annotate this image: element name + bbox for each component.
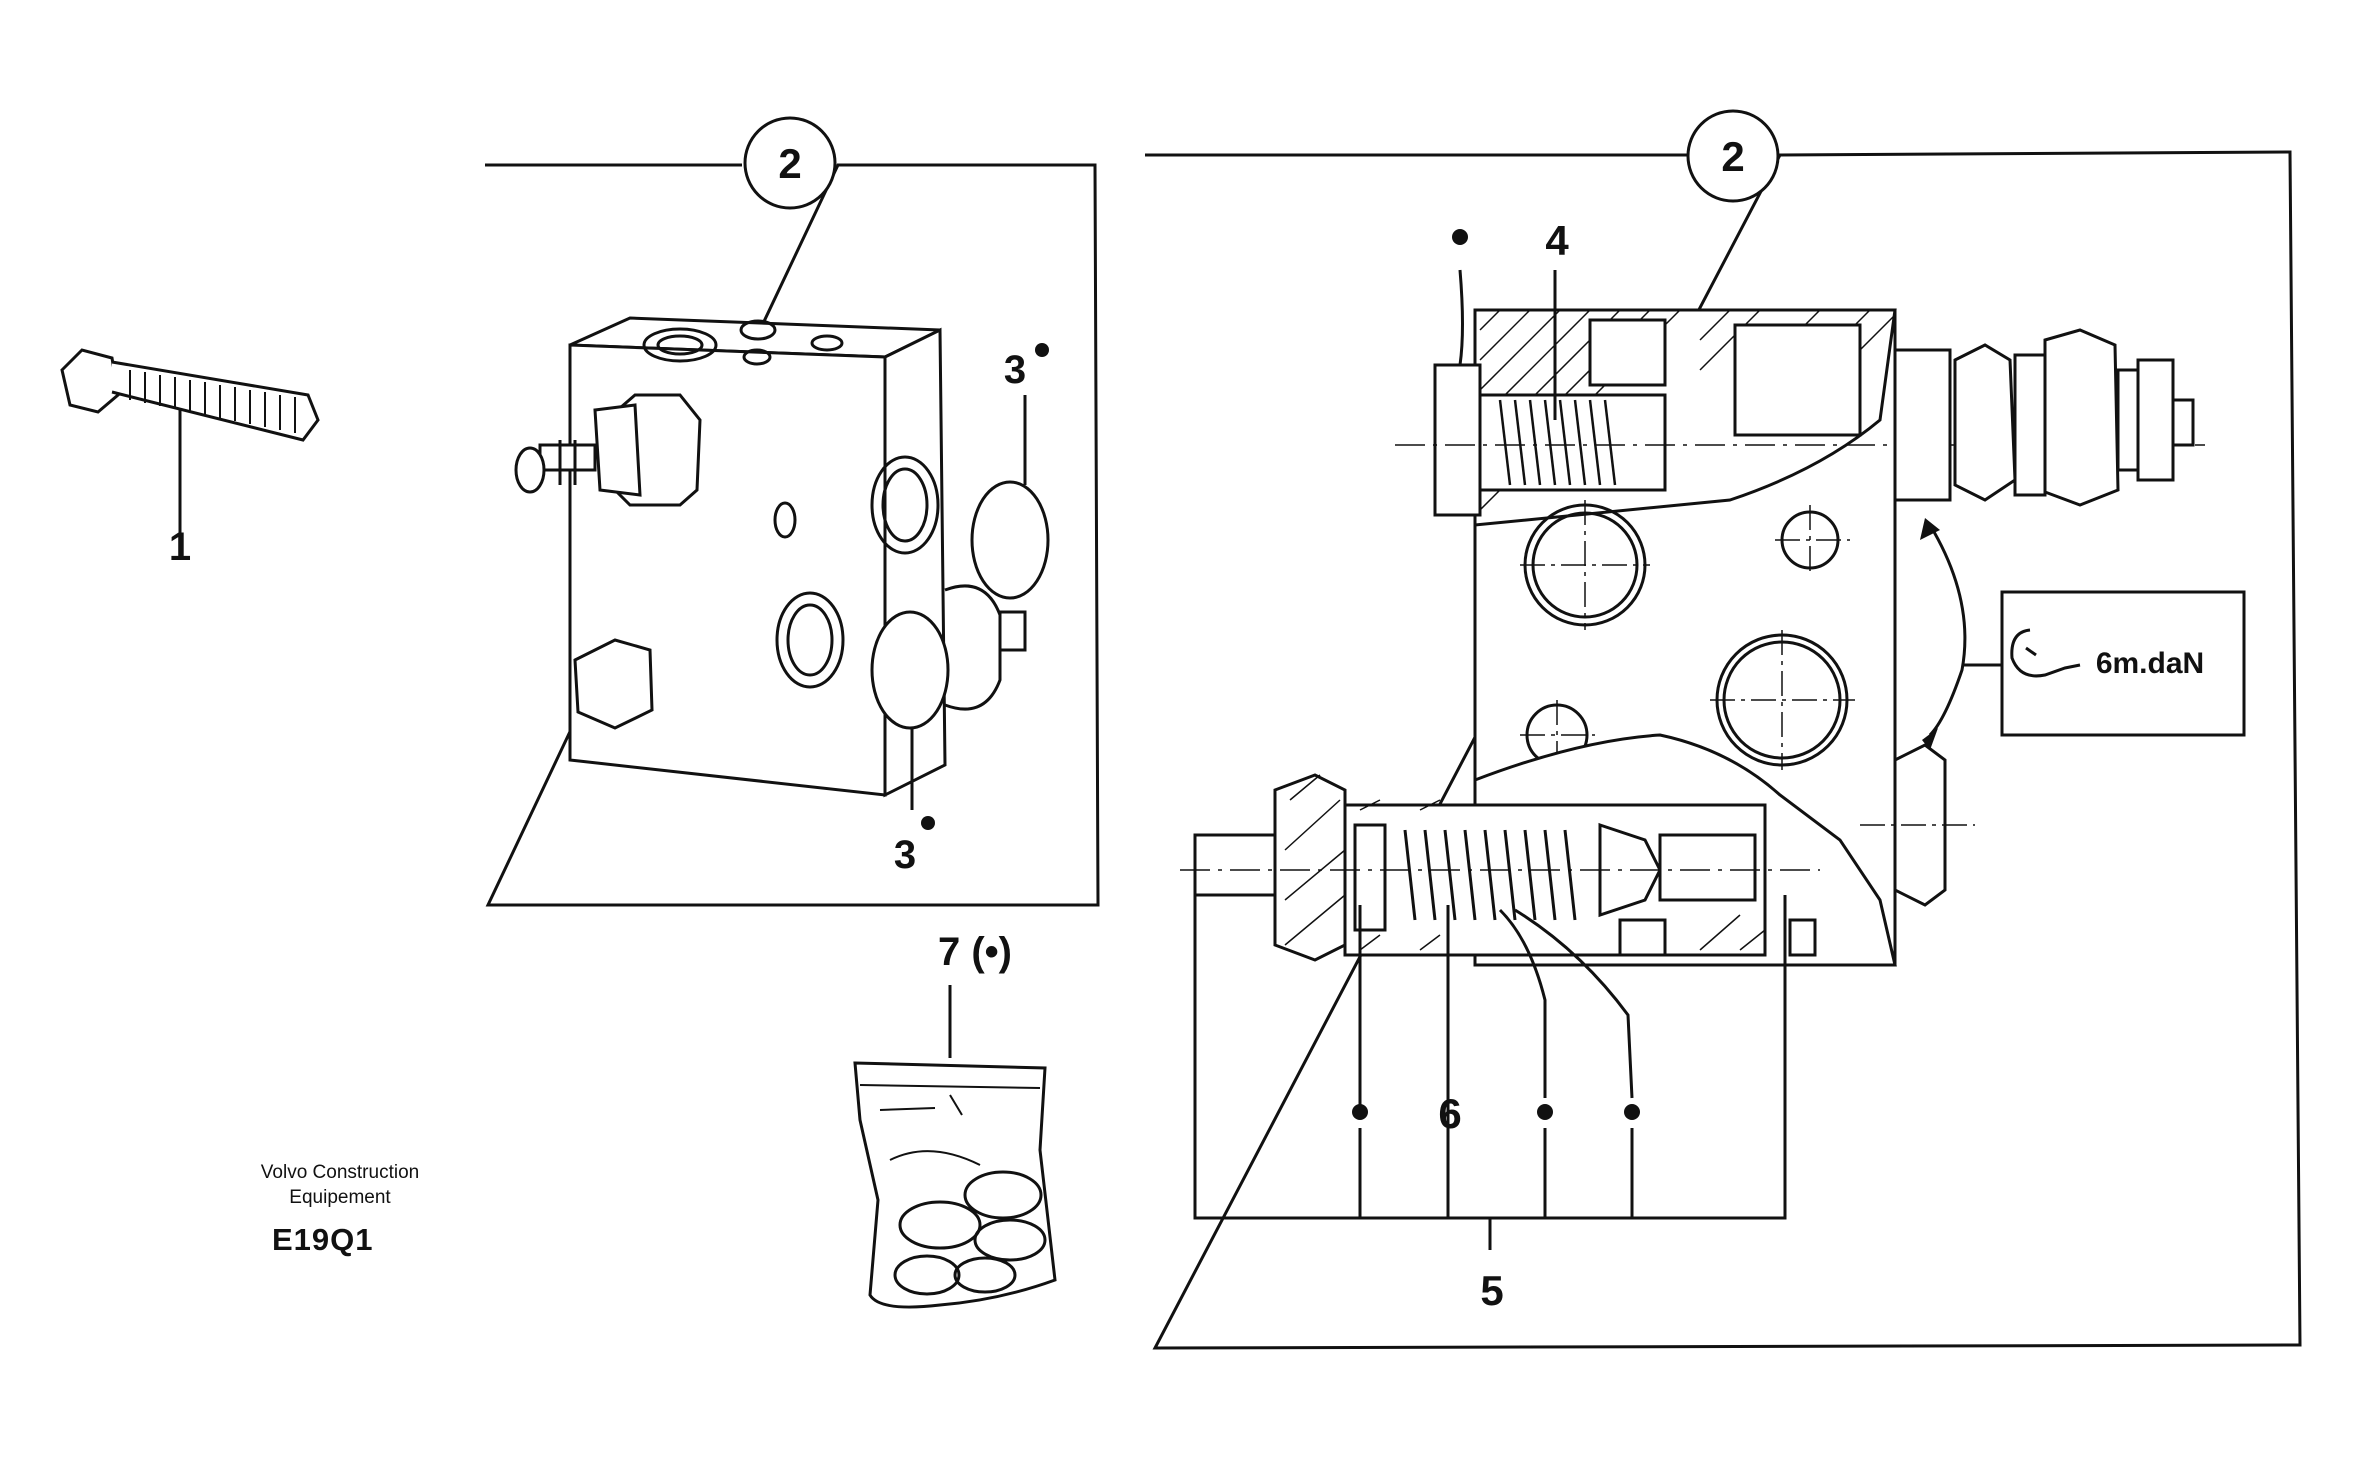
marker-dot-3-bottom [921,816,935,830]
torque-spec-box [2000,590,2246,737]
brand-line-1: Volvo Construction [260,1162,420,1183]
valve-block-left-drawing [514,316,1050,810]
brand-line-2: Equipement [289,1187,391,1208]
callout-3-top: 3 [1004,348,1026,392]
callout-2-left: 2 [778,140,801,187]
callout-circle-2-right [1686,109,1780,203]
callout-1: 1 [169,525,191,569]
bolt-part [60,348,320,545]
torque-value: 6m.daN [2096,647,2204,680]
callout-7: 7 (•) [938,930,1012,974]
marker-dot-top [1452,229,1468,245]
seal-kit-bag [853,985,1057,1309]
callout-5: 5 [1480,1267,1503,1314]
callout-2-right: 2 [1721,133,1744,180]
drawing-code: E19Q1 [272,1222,374,1257]
callout-3-bottom: 3 [894,833,916,877]
marker-dot-bottom-3 [1624,1104,1640,1120]
callout-4: 4 [1545,217,1569,264]
wrench-icon [2010,628,2081,678]
oring-lower [870,610,950,730]
valve-block-right-drawing [1180,269,2246,1250]
marker-dot-bottom-2 [1537,1104,1553,1120]
brand-block: Volvo Construction Equipement [230,1160,450,1210]
marker-dot-3-top [1035,343,1049,357]
marker-dot-bottom-1 [1352,1104,1368,1120]
oring-upper [970,480,1050,600]
callout-6: 6 [1438,1090,1461,1137]
callout-circle-2-left [743,116,837,210]
